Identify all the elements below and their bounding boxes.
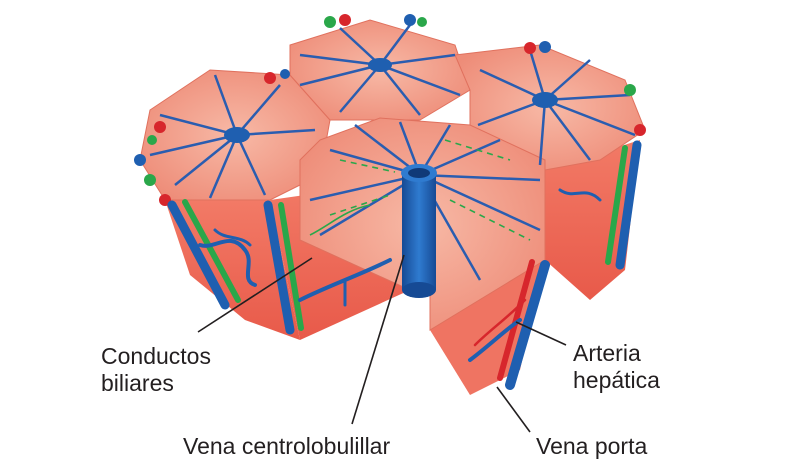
- leader-vena-porta: [496, 386, 531, 433]
- label-arteria-line2: hepática: [573, 367, 660, 393]
- label-vena-centrolobulillar: Vena centrolobulillar: [183, 433, 391, 459]
- central-vein-openings: [224, 58, 558, 143]
- leader-arteria: [515, 321, 567, 346]
- leader-vena-centrolobulillar: [351, 254, 405, 425]
- label-arteria-hepatica: Arteria hepática: [573, 340, 660, 394]
- leader-lines: [197, 254, 567, 433]
- bile-ductules: [309, 139, 531, 241]
- label-vena-porta: Vena porta: [536, 433, 648, 459]
- central-vein-cylinder: [401, 164, 437, 298]
- portal-triads: [134, 14, 646, 206]
- label-conductos-line2: biliares: [101, 370, 174, 396]
- label-conductos-biliares: Conductos biliares: [101, 343, 211, 397]
- edge-vessels: [167, 140, 642, 390]
- label-conductos-line1: Conductos: [101, 343, 211, 369]
- leader-conductos: [197, 257, 313, 333]
- sinusoids: [149, 24, 636, 281]
- label-arteria-line1: Arteria: [573, 340, 641, 366]
